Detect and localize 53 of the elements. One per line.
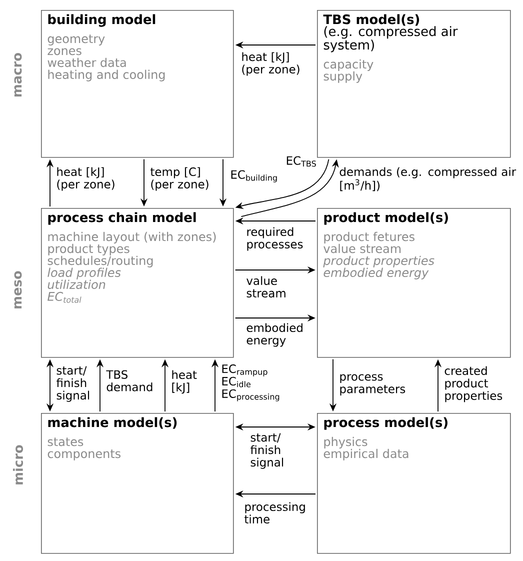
list-item: weather data <box>48 58 126 68</box>
list-item: zones <box>48 48 82 56</box>
model-box <box>41 208 234 358</box>
heading: TBS model(s) <box>323 14 420 26</box>
list-item: EC$_{total}$ <box>48 292 82 303</box>
edge-label: process parameters <box>340 374 406 396</box>
edge-label: created product properties <box>444 366 502 402</box>
model-box <box>317 10 511 158</box>
list-item: supply <box>324 71 362 83</box>
list-item: product fetures <box>324 232 414 244</box>
list-item: capacity <box>324 59 374 71</box>
heading: product model(s) <box>324 212 448 225</box>
edge-label: required processes <box>247 227 303 251</box>
heading: building model <box>48 14 156 27</box>
list-item: components <box>48 450 120 460</box>
list-item: empirical data <box>324 448 408 460</box>
list-item: machine layout (with zones) <box>48 232 216 244</box>
list-item: heating and cooling <box>48 70 165 82</box>
subheading: (e.g. compressed air system) <box>324 26 458 52</box>
heading: process chain model <box>48 212 196 225</box>
edge-label: $\begin{array}{@{}l@{}}\mathrm{EC}_{\mathrm{rampup}}\\ \mathrm{EC}_{\mathrm{idle}}\\ \mathrm{EC}_{\mathrm{processing}}\end{array}$ <box>222 364 280 402</box>
edge-label: EC$_{building}$ <box>231 170 277 182</box>
edge-label: heat [kJ] <box>172 370 197 394</box>
edge-label: TBS demand <box>106 370 152 392</box>
edge-label: heat [kJ] (per zone) <box>57 167 114 191</box>
edge-label: demands (e.g. compressed air [m$^{3}$/h]) <box>340 167 516 192</box>
model-box <box>41 413 234 554</box>
list-item: physics <box>324 436 368 448</box>
model-box <box>317 413 511 554</box>
model-box <box>317 208 511 358</box>
edge-label: value stream <box>246 276 286 298</box>
model-box <box>41 10 234 158</box>
level-label: meso <box>14 271 22 308</box>
edge-label: EC$_{TBS}$ <box>286 156 316 167</box>
list-item: value stream <box>324 244 401 254</box>
edge-label: heat [kJ] (per zone) <box>242 52 300 76</box>
list-item: product properties <box>323 256 434 268</box>
list-item: embodied energy <box>324 268 429 280</box>
list-item: load profiles <box>48 268 121 280</box>
edge-label: start/ finish signal <box>56 366 90 402</box>
level-label: macro <box>14 52 22 97</box>
level-label: micro <box>12 445 24 484</box>
list-item: schedules/routing <box>48 256 153 268</box>
list-item: product types <box>48 244 130 256</box>
list-item: geometry <box>48 34 105 46</box>
edge-label: temp [C] (per zone) <box>150 167 208 191</box>
edge-label: start/ finish signal <box>250 433 284 469</box>
heading: machine model(s) <box>48 417 177 429</box>
edge-label: processing time <box>244 502 305 524</box>
list-item: states <box>48 438 84 446</box>
heading: process model(s) <box>324 417 448 430</box>
list-item: utilization <box>48 280 106 289</box>
edge-label: embodied energy <box>246 323 302 347</box>
